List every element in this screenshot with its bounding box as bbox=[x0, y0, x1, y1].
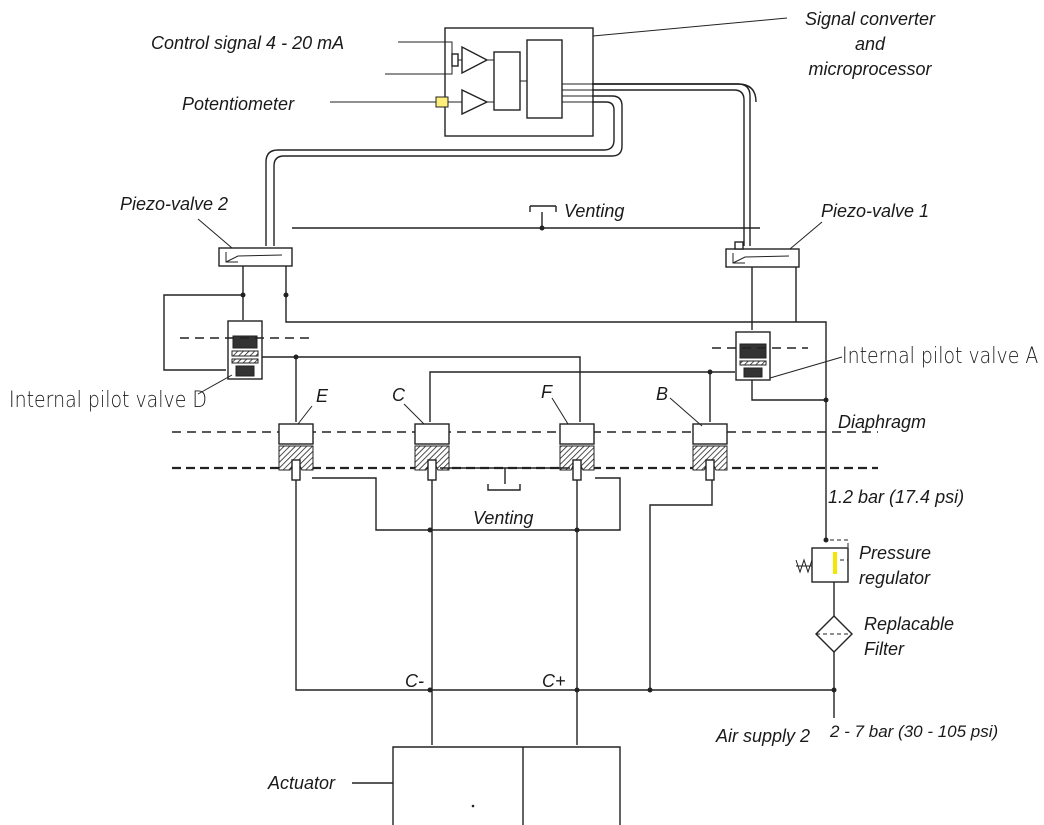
label-actuator: Actuator bbox=[268, 773, 336, 793]
venting-mid bbox=[440, 467, 570, 491]
label-control-signal: Control signal 4 - 20 mA bbox=[151, 33, 345, 53]
pressure-regulator bbox=[795, 537, 849, 616]
label-valve-f: F bbox=[541, 382, 552, 402]
pilot-a-leader bbox=[769, 356, 843, 379]
signal-converter bbox=[330, 27, 594, 137]
pilot-lines bbox=[163, 266, 829, 540]
label-c-plus: C+ bbox=[542, 671, 566, 691]
piezo-2-leader bbox=[197, 218, 233, 249]
label-valve-c: C bbox=[392, 385, 405, 405]
label-c-minus: C- bbox=[405, 671, 424, 691]
replacable-filter bbox=[815, 615, 853, 690]
valve-e-leader bbox=[297, 405, 313, 425]
venting-top bbox=[292, 205, 760, 231]
label-air-supply: Air supply 2 bbox=[716, 726, 811, 746]
booster-valve-f bbox=[559, 423, 595, 481]
label-air-supply-range: 2 - 7 bar (30 - 105 psi) bbox=[830, 722, 999, 741]
label-signal-converter: Signal converter and microprocessor bbox=[804, 9, 936, 79]
label-potentiometer: Potentiometer bbox=[182, 94, 295, 114]
label-venting-mid: Venting bbox=[473, 508, 534, 528]
signal-converter-leader bbox=[592, 17, 788, 37]
label-venting-top: Venting bbox=[564, 201, 625, 221]
piezo-1-leader bbox=[789, 221, 823, 250]
piezo-valve-1 bbox=[725, 241, 800, 268]
output-lines bbox=[295, 477, 837, 745]
label-pressure-regulator: Pressure regulator bbox=[859, 543, 932, 588]
label-internal-pilot-valve-a: Internal pilot valve A bbox=[842, 344, 1039, 369]
piezo-valve-2 bbox=[218, 247, 293, 267]
internal-pilot-valve-a bbox=[712, 331, 808, 381]
label-pressure-low: 1.2 bar (17.4 psi) bbox=[828, 487, 965, 507]
booster-valve-e bbox=[278, 423, 314, 481]
label-internal-pilot-valve-d: Internal pilot valve D bbox=[9, 388, 207, 413]
label-piezo-valve-2: Piezo-valve 2 bbox=[120, 194, 229, 214]
label-piezo-valve-1: Piezo-valve 1 bbox=[821, 201, 930, 221]
valve-c-leader bbox=[403, 403, 425, 425]
pilot-d-leader bbox=[197, 374, 233, 395]
cable-to-piezo-1 bbox=[592, 83, 757, 246]
valve-f-leader bbox=[551, 397, 569, 425]
valve-b-leader bbox=[669, 397, 703, 427]
label-valve-e: E bbox=[316, 386, 329, 406]
actuator bbox=[352, 746, 621, 825]
cable-to-piezo-2 bbox=[265, 95, 623, 246]
label-diaphragm: Diaphragm bbox=[838, 412, 927, 432]
booster-valve-b bbox=[692, 423, 728, 481]
booster-valve-c bbox=[414, 423, 450, 481]
label-valve-b: B bbox=[656, 384, 669, 404]
internal-pilot-valve-d bbox=[180, 320, 310, 380]
label-replacable-filter: Replacable Filter bbox=[864, 614, 955, 659]
